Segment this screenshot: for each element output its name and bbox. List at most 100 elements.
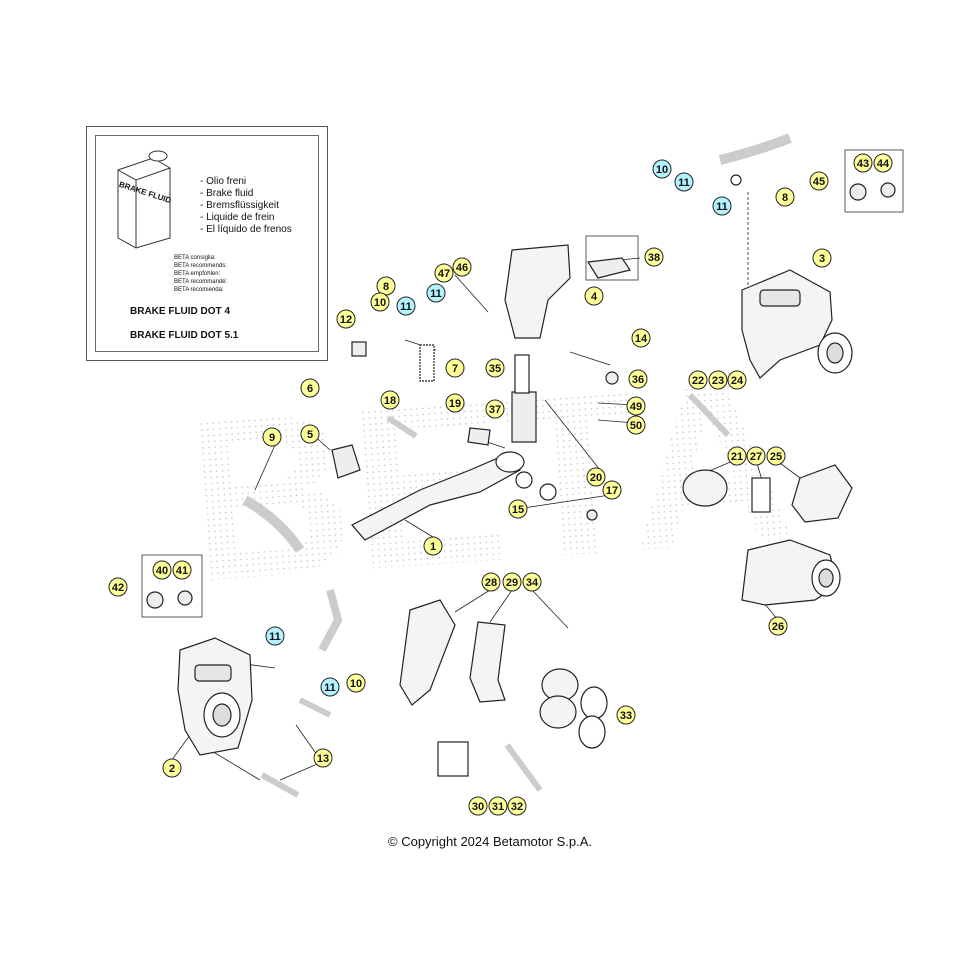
callout-bubble <box>602 480 622 500</box>
callout-number: 47 <box>438 268 450 280</box>
bolt-18 <box>386 415 418 439</box>
callout-number: 26 <box>772 621 784 633</box>
callout-bubble <box>265 626 285 646</box>
callout-bubble <box>712 196 732 216</box>
piston-21 <box>682 469 728 507</box>
nut-17 <box>586 509 598 521</box>
callout-number: 6 <box>307 383 313 395</box>
callout-bubble <box>727 446 747 466</box>
fluid-name: - Bremsflüssigkeit <box>200 200 279 211</box>
bolt-13a <box>298 697 332 718</box>
callout-bubble <box>434 263 454 283</box>
brake-pad-28 <box>399 599 456 706</box>
clip-12 <box>351 341 367 357</box>
callout-number: 10 <box>350 678 362 690</box>
callout-bubble <box>380 390 400 410</box>
callout-bubble <box>485 358 505 378</box>
callout-bubble <box>766 446 786 466</box>
callout-number: 31 <box>492 801 504 813</box>
callout-bubble <box>522 572 542 592</box>
callout-number: 49 <box>630 401 642 413</box>
bracket-19 <box>467 427 491 446</box>
callout-number: 3 <box>819 253 825 265</box>
callout-number: 38 <box>648 252 660 264</box>
callout-number: 10 <box>374 297 386 309</box>
callout-number: 8 <box>782 192 788 204</box>
callout-bubble <box>162 758 182 778</box>
spec-dot4: BRAKE FLUID DOT 4 <box>130 306 230 317</box>
callout-number: 42 <box>112 582 124 594</box>
callout-number: 36 <box>632 374 644 386</box>
fitting-box-left <box>141 554 203 618</box>
callout-number: 24 <box>731 375 744 387</box>
callout-number: 20 <box>590 472 602 484</box>
pin-23 <box>687 392 731 438</box>
callout-bubble <box>775 187 795 207</box>
callout-number: 2 <box>169 763 175 775</box>
callout-bubble <box>586 467 606 487</box>
callout-bubble <box>853 153 873 173</box>
piston-33d <box>578 715 606 749</box>
copyright-notice: © Copyright 2024 Betamotor S.p.A. <box>388 834 592 849</box>
callout-number: 13 <box>317 753 329 765</box>
callout-bubble <box>346 673 366 693</box>
brake-pad-25 <box>791 464 853 523</box>
callout-bubble <box>468 796 488 816</box>
fluid-can-icon <box>117 150 171 249</box>
recommendation: BETA recommends: <box>174 263 227 269</box>
callout-number: 22 <box>692 375 704 387</box>
callout-number: 29 <box>506 577 518 589</box>
callout-bubble <box>584 286 604 306</box>
callout-number: 34 <box>526 577 539 589</box>
callout-number: 35 <box>489 363 501 375</box>
recommendation: BETA recommandé: <box>174 279 228 285</box>
clip-30 <box>437 741 469 777</box>
callout-bubble <box>300 424 320 444</box>
fitting-box-right <box>844 149 904 213</box>
callout-number: 30 <box>472 801 484 813</box>
callout-bubble <box>445 393 465 413</box>
fluid-name: - El líquido de frenos <box>200 224 292 235</box>
washer-top <box>730 174 742 186</box>
nut-36 <box>605 371 619 385</box>
callout-number: 8 <box>383 281 389 293</box>
callout-number: 5 <box>307 429 313 441</box>
washer-15a <box>515 471 533 489</box>
callout-number: 11 <box>324 682 336 694</box>
callout-bubble <box>708 370 728 390</box>
callout-bubble <box>626 415 646 435</box>
callout-bubble <box>809 171 829 191</box>
caliper-bracket <box>741 539 841 606</box>
callout-number: 1 <box>430 541 436 553</box>
callout-number: 11 <box>400 301 412 313</box>
callout-number: 43 <box>857 158 869 170</box>
callout-number: 4 <box>591 291 598 303</box>
callout-bubble <box>626 396 646 416</box>
callout-bubble <box>313 748 333 768</box>
fluid-name: - Olio freni <box>200 176 247 187</box>
callout-number: 12 <box>340 314 352 326</box>
callout-bubble <box>628 369 648 389</box>
piston-33b <box>539 695 577 729</box>
fitting-41 <box>177 590 193 606</box>
callout-number: 27 <box>750 451 762 463</box>
callout-bubble <box>488 796 508 816</box>
callout-number: 40 <box>156 565 168 577</box>
callout-bubble <box>688 370 708 390</box>
callout-bubble <box>485 399 505 419</box>
callout-bubble <box>812 248 832 268</box>
callouts: 1234567889101010111111111111121314151718… <box>108 153 893 816</box>
front-caliper <box>177 637 253 756</box>
callout-number: 18 <box>384 395 396 407</box>
callout-number: 17 <box>606 485 618 497</box>
callout-bubble <box>423 536 443 556</box>
fitting-44 <box>880 182 896 198</box>
callout-bubble <box>652 159 672 179</box>
reservoir-box <box>585 235 639 281</box>
callout-bubble <box>336 309 356 329</box>
callout-bubble <box>873 153 893 173</box>
callout-number: 32 <box>511 801 523 813</box>
callout-number: 50 <box>630 420 642 432</box>
callout-number: 11 <box>678 177 690 189</box>
piston-33c <box>580 686 608 720</box>
